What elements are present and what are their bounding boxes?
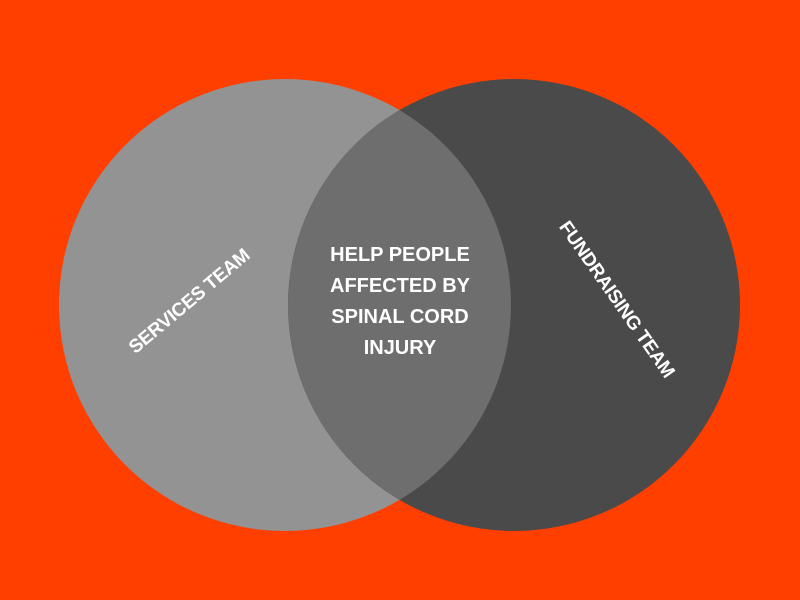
intersection-region [288,79,511,531]
shared-goal-label: HELP PEOPLE AFFECTED BY SPINAL CORD INJU… [295,240,505,364]
shared-goal-line: SPINAL CORD [331,306,469,328]
shared-goal-line: HELP PEOPLE [330,244,470,266]
shared-goal-line: INJURY [363,337,437,359]
shared-goal-line: AFFECTED BY [330,275,470,297]
